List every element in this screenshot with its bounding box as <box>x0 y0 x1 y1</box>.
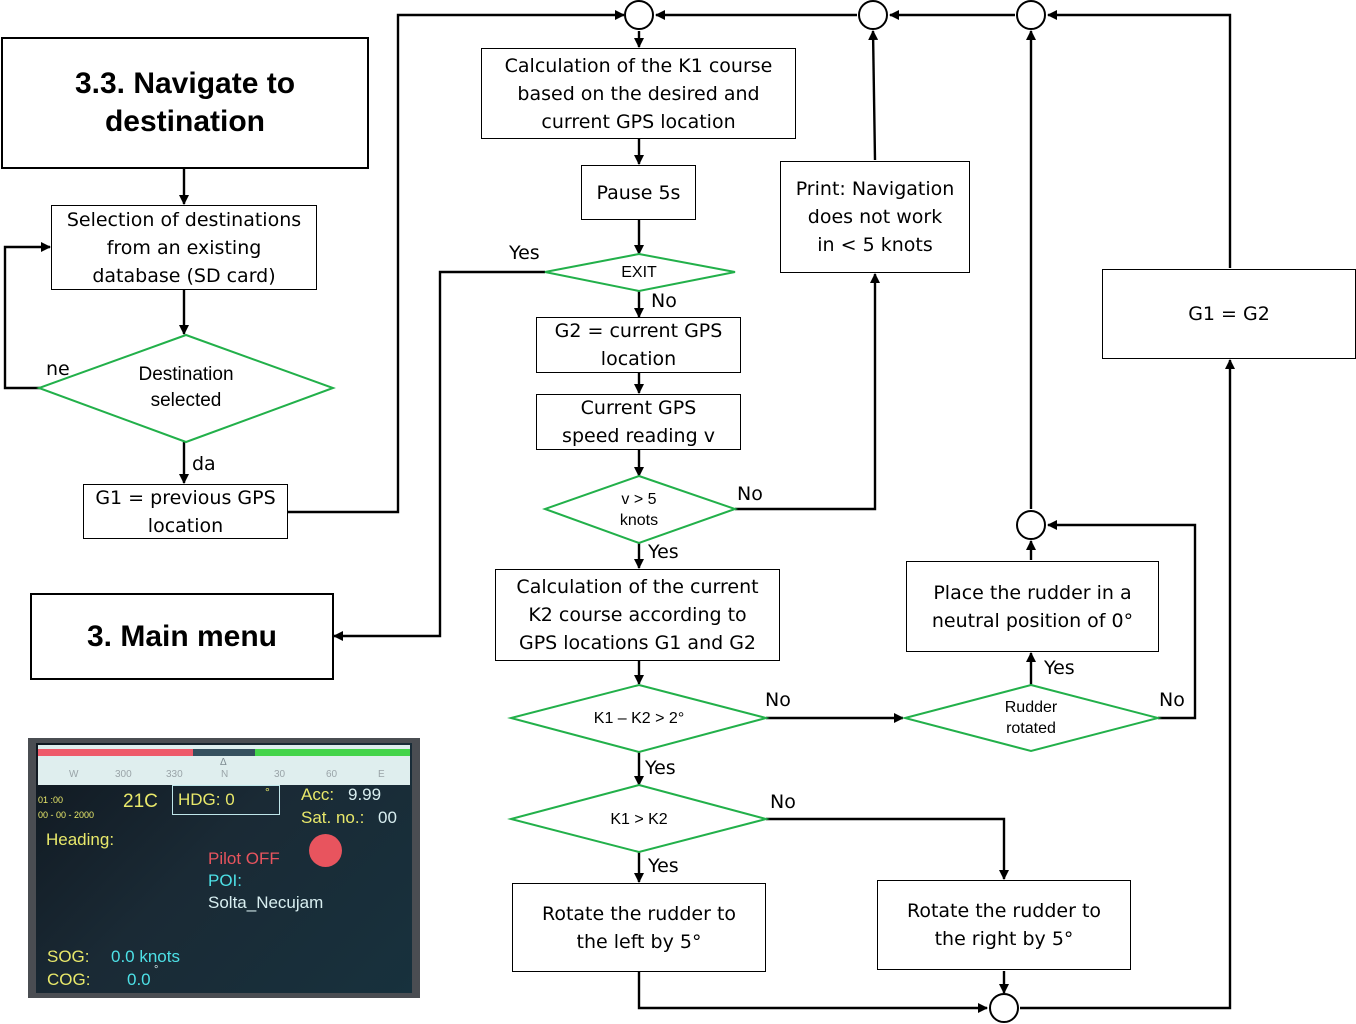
label-speed-yes: Yes <box>648 541 679 563</box>
g2-current-box: G2 = current GPS location <box>536 317 741 373</box>
junction-top-1 <box>624 0 654 30</box>
rotate-right-box: Rotate the rudder to the right by 5° <box>877 880 1131 970</box>
lcd-sat-label: Sat. no.: <box>301 808 365 827</box>
compass-marker-icon: Δ <box>220 757 227 768</box>
lcd-acc-value: 9.99 <box>348 785 382 804</box>
rudder-rotated-text: Rudder rotated <box>1004 699 1058 737</box>
k1-gt-k2-text: K1 > K2 <box>610 810 668 828</box>
junction-top-2 <box>858 0 888 30</box>
decision-k1-k2-diff <box>507 683 770 754</box>
compass-bar-green <box>255 749 410 756</box>
label-rudder-no: No <box>1159 689 1185 711</box>
label-speed-no: No <box>737 483 763 505</box>
speed-reading-box: Current GPS speed reading v <box>536 394 741 450</box>
compass-bar-dark <box>193 749 255 756</box>
decision-speed <box>542 474 739 545</box>
lcd-time: 01 :00 <box>38 795 64 805</box>
speed-check-text: v > 5 knots <box>619 491 659 529</box>
label-exit-no: No <box>651 290 677 312</box>
pause-box: Pause 5s <box>581 165 696 220</box>
autopilot-lcd-display: W 300 330 Δ N 30 60 E 01 :00 00 - 00 - 2… <box>28 738 420 998</box>
label-diff-no: No <box>765 689 791 711</box>
rotate-left-box: Rotate the rudder to the left by 5° <box>512 883 766 972</box>
calc-k1-box: Calculation of the K1 course based on th… <box>481 48 796 139</box>
label-exit-yes: Yes <box>509 242 540 264</box>
label-diff-yes: Yes <box>645 757 676 779</box>
lcd-poi-label: POI: <box>208 871 243 890</box>
lcd-temperature: 21C <box>123 791 158 812</box>
compass-tick-e: E <box>378 769 385 780</box>
lcd-pilot-status: Pilot OFF <box>208 849 280 868</box>
label-k1k2-no: No <box>770 791 796 813</box>
lcd-hdg-degree: ° <box>265 785 270 799</box>
lcd-cog-label: COG: <box>47 970 91 989</box>
g1-previous-box: G1 = previous GPS location <box>83 484 288 539</box>
pilot-status-indicator-icon <box>309 834 342 867</box>
lcd-poi-value: Solta_Necujam <box>208 893 324 912</box>
junction-top-3 <box>1016 0 1046 30</box>
main-menu-box: 3. Main menu <box>30 593 334 680</box>
label-da: da <box>192 453 216 475</box>
print-nav-box: Print: Navigation does not work in < 5 k… <box>780 161 970 273</box>
exit-text: EXIT <box>621 263 657 281</box>
lcd-sat-value: 00 <box>378 808 397 827</box>
compass-tick-30: 30 <box>274 769 286 780</box>
junction-rudder <box>1016 510 1046 540</box>
g1-eq-g2-box: G1 = G2 <box>1102 269 1356 359</box>
decision-destination-selected <box>36 333 336 444</box>
lcd-hdg-label: HDG: 0 <box>178 790 235 809</box>
lcd-acc-label: Acc: <box>301 785 335 804</box>
lcd-sog-value: 0.0 knots <box>111 947 180 966</box>
label-k1k2-yes: Yes <box>648 855 679 877</box>
compass-tick-60: 60 <box>326 769 338 780</box>
lcd-cog-degree: ° <box>154 964 159 976</box>
decision-rudder-rotated <box>901 683 1162 753</box>
lcd-sog-label: SOG: <box>47 947 90 966</box>
label-rudder-yes: Yes <box>1044 657 1075 679</box>
lcd-hdg-box: HDG: 0 ° <box>172 785 280 815</box>
compass-tick-300: 300 <box>115 769 132 780</box>
junction-bottom <box>989 993 1019 1023</box>
compass-strip: W 300 330 Δ N 30 60 E <box>38 745 410 785</box>
compass-bar-red <box>38 749 193 756</box>
calc-k2-box: Calculation of the current K2 course acc… <box>495 569 780 661</box>
decision-exit <box>544 252 736 293</box>
title-box: 3.3. Navigate to destination <box>1 37 369 169</box>
label-ne: ne <box>46 358 70 380</box>
k1-minus-k2-text: K1 – K2 > 2° <box>593 709 685 727</box>
decision-k1-gt-k2 <box>507 783 770 854</box>
destination-selected-text: Destination selected <box>138 364 234 411</box>
select-destinations-box: Selection of destinations from an existi… <box>51 205 317 290</box>
compass-tick-w: W <box>69 769 79 780</box>
neutral-box: Place the rudder in a neutral position o… <box>906 561 1159 652</box>
compass-tick-n: N <box>221 769 229 780</box>
lcd-screen: W 300 330 Δ N 30 60 E 01 :00 00 - 00 - 2… <box>36 743 412 993</box>
lcd-cog-value: 0.0 <box>127 970 151 989</box>
compass-tick-330: 330 <box>166 769 183 780</box>
lcd-heading-label: Heading: <box>46 830 115 849</box>
lcd-date: 00 - 00 - 2000 <box>38 810 95 820</box>
